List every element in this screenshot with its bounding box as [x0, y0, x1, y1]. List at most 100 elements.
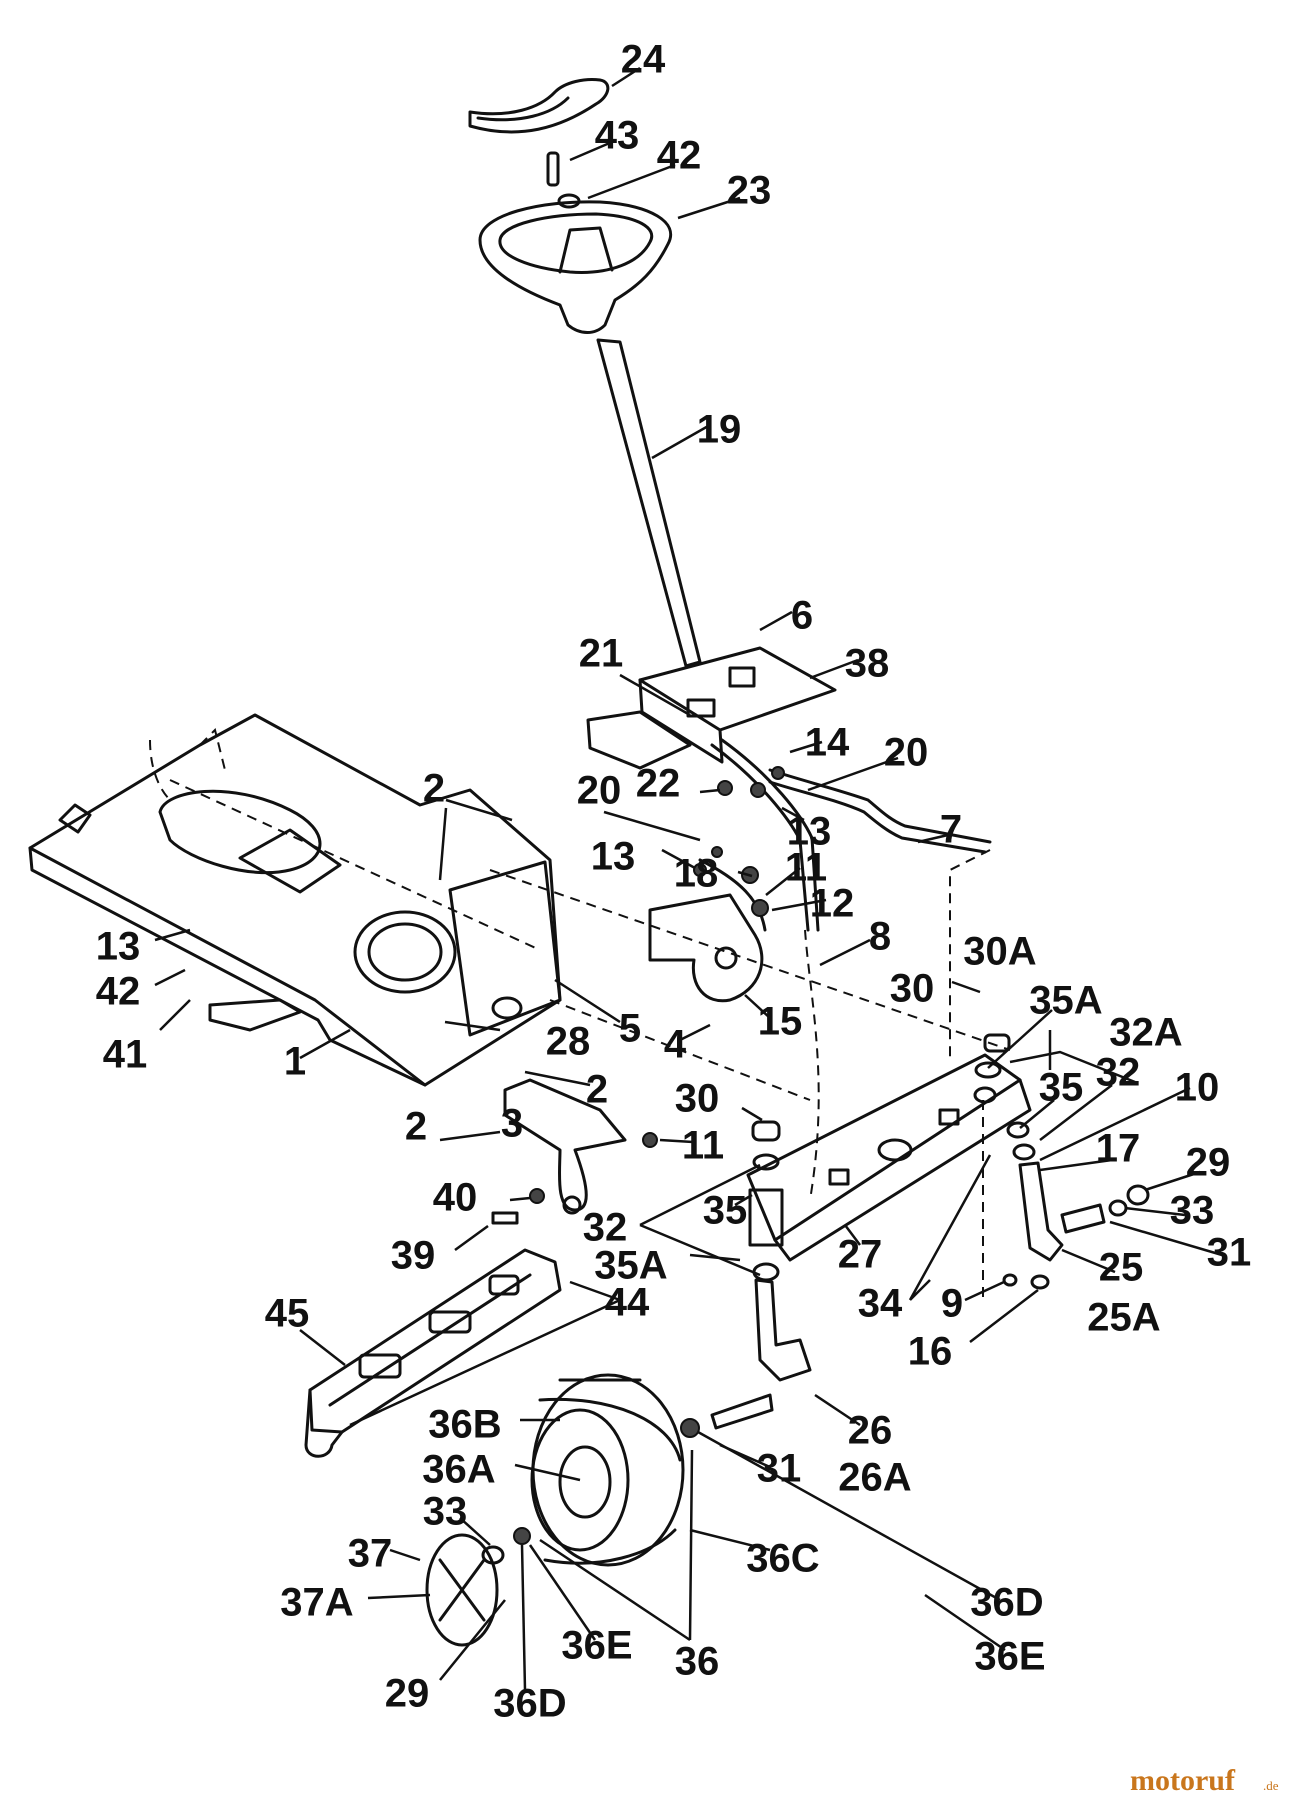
- leader-36Eb: [924, 1593, 1006, 1652]
- axle-bracket-part: [491, 1078, 658, 1225]
- callout-c38: 38: [845, 642, 890, 686]
- callout-c16: 16: [908, 1330, 953, 1374]
- callout-c42a: 42: [657, 134, 702, 178]
- callout-c28: 28: [546, 1020, 591, 1064]
- front-axle-part: [746, 1053, 1032, 1262]
- callout-c36A: 36A: [422, 1448, 495, 1492]
- frame-hidden-line-3: [169, 779, 541, 951]
- leader-15: [744, 994, 771, 1019]
- callout-c8: 8: [869, 915, 891, 959]
- leader-2c: [439, 1130, 501, 1142]
- frame-hidden-line-6: [949, 849, 991, 1060]
- callout-c31b: 31: [757, 1447, 802, 1491]
- leader-29b: [439, 1599, 506, 1681]
- leader-12: [771, 898, 827, 912]
- axle-cover-part: [304, 1248, 562, 1458]
- callout-c26A: 26A: [838, 1456, 911, 1500]
- leader-21: [619, 673, 691, 717]
- callout-c35a: 35: [1039, 1066, 1084, 1110]
- callout-c13c: 13: [96, 925, 141, 969]
- watermark-suffix: .de: [1263, 1778, 1279, 1793]
- tie-rod-part: [710, 738, 820, 932]
- callout-c20b: 20: [577, 769, 622, 813]
- leader-2b: [524, 1070, 591, 1087]
- leader-36Ea: [528, 1544, 597, 1641]
- leader-2a-2: [438, 807, 448, 881]
- steering-arm-part: [648, 858, 767, 1003]
- leader-32A: [1009, 1050, 1136, 1084]
- callout-c18: 18: [674, 852, 719, 896]
- leader-37A: [367, 1593, 431, 1600]
- callout-c25: 25: [1099, 1246, 1144, 1290]
- callout-c24: 24: [621, 38, 666, 82]
- leader-35Aa: [987, 1009, 1053, 1069]
- callout-c13a: 13: [787, 810, 832, 854]
- callout-c6: 6: [791, 594, 813, 638]
- callout-c29a: 29: [1186, 1141, 1231, 1185]
- callout-c30b: 30: [675, 1077, 720, 1121]
- callout-c9: 9: [941, 1282, 963, 1326]
- callout-c3: 3: [501, 1102, 523, 1146]
- callout-c33b: 33: [423, 1490, 468, 1534]
- callout-c29b: 29: [385, 1672, 430, 1716]
- callout-c7: 7: [940, 808, 962, 852]
- callout-c4: 4: [664, 1023, 687, 1067]
- callout-c22: 22: [636, 762, 681, 806]
- leader-18: [737, 870, 753, 878]
- callout-c36B: 36B: [428, 1403, 501, 1447]
- callout-c36C: 36C: [746, 1537, 819, 1581]
- callout-c10: 10: [1175, 1066, 1220, 1110]
- callout-c19: 19: [697, 408, 742, 452]
- leader-28: [444, 1020, 501, 1032]
- leader-7: [917, 833, 949, 844]
- callout-c26: 26: [848, 1409, 893, 1453]
- callout-c44: 44: [605, 1281, 650, 1325]
- leader-36C: [689, 1528, 771, 1552]
- steering-shaft-part: [596, 338, 702, 668]
- callout-c35b: 35: [703, 1189, 748, 1233]
- frame-hidden-line-1: [149, 739, 171, 801]
- callout-c15: 15: [758, 1000, 803, 1044]
- leader-41: [159, 999, 191, 1031]
- leader-36Db: [520, 1544, 527, 1691]
- leader-42b: [154, 968, 186, 987]
- callout-c17: 17: [1096, 1127, 1141, 1171]
- callout-c33a: 33: [1170, 1189, 1215, 1233]
- right-spindle-part: [973, 1033, 1150, 1290]
- callout-c43: 43: [595, 114, 640, 158]
- callout-c41: 41: [103, 1033, 148, 1077]
- callout-c45: 45: [265, 1292, 310, 1336]
- leader-42: [587, 163, 676, 200]
- callout-c11b: 11: [682, 1124, 724, 1168]
- leader-22: [699, 788, 721, 794]
- left-spindle-part: [710, 1120, 812, 1430]
- leader-32a: [1039, 1084, 1113, 1141]
- leader-16: [969, 1289, 1039, 1343]
- callout-c27: 27: [838, 1233, 883, 1277]
- leader-17: [1039, 1158, 1113, 1172]
- callout-c35Aa: 35A: [1029, 979, 1102, 1023]
- leader-27: [844, 1224, 861, 1246]
- leader-8: [819, 938, 871, 967]
- callout-c37: 37: [348, 1532, 393, 1576]
- leader-13c: [154, 928, 191, 942]
- leader-10: [1039, 1086, 1191, 1162]
- leader-35b: [734, 1193, 753, 1207]
- leader-13b: [661, 848, 696, 870]
- steering-cap-part: [468, 78, 610, 134]
- callout-c2a: 2: [423, 767, 445, 811]
- leader-24: [611, 66, 641, 88]
- leader-44: [349, 1280, 621, 1427]
- leader-2a: [445, 798, 513, 822]
- leader-33b: [459, 1517, 491, 1546]
- callout-c32A: 32A: [1109, 1011, 1182, 1055]
- callout-c36Db: 36D: [493, 1682, 566, 1726]
- leader-30A: [951, 980, 981, 994]
- callout-c2b: 2: [586, 1068, 608, 1112]
- drag-link-part: [768, 768, 992, 854]
- leader-4: [679, 1023, 711, 1042]
- callout-c12: 12: [810, 882, 855, 926]
- leader-34: [908, 1154, 992, 1301]
